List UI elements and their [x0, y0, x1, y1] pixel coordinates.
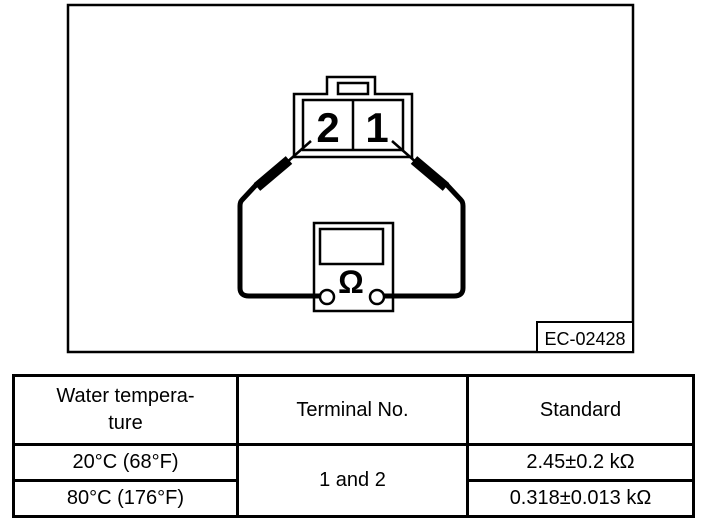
table-header-row: Water tempera- ture Terminal No. Standar…: [12, 374, 696, 446]
figure-frame: [66, 3, 635, 354]
figure-code: EC-02428: [544, 329, 625, 349]
cell-temperature-80c: 80°C (176°F): [12, 479, 239, 518]
meter-terminal-right: [368, 288, 386, 306]
cell-temperature-20c: 20°C (68°F): [12, 443, 239, 482]
right-probe-icon: [410, 156, 450, 191]
left-probe-tip-icon: [285, 140, 312, 164]
connector: 2 1: [292, 75, 414, 159]
left-test-lead: [237, 183, 321, 299]
right-test-lead: [382, 183, 466, 299]
table-row: 20°C (68°F) 1 and 2 2.45±0.2 kΩ: [12, 443, 696, 518]
cell-terminal-value: 1 and 2: [235, 443, 469, 518]
cell-standard-20c: 2.45±0.2 kΩ: [465, 443, 696, 482]
cell-standard-80c: 0.318±0.013 kΩ: [465, 479, 696, 518]
left-probe-icon: [253, 156, 293, 191]
header-terminal-no: Terminal No.: [235, 374, 469, 446]
terminal-1-label: 1: [365, 104, 388, 151]
connection-diagram: 2 1 Ω EC-02428: [66, 3, 635, 354]
table-row: 80°C (176°F) 0.318±0.013 kΩ: [12, 479, 696, 518]
terminal-2-label: 2: [316, 104, 339, 151]
figure-code-box: [536, 321, 634, 353]
multimeter-display: [318, 227, 385, 266]
meter-terminal-left: [318, 288, 336, 306]
ohm-symbol-icon: Ω: [338, 264, 364, 300]
connector-tab: [336, 81, 370, 96]
resistance-spec-table: Water tempera- ture Terminal No. Standar…: [12, 374, 696, 518]
header-standard: Standard: [465, 374, 696, 446]
right-probe-tip-icon: [391, 140, 418, 164]
header-water-temperature: Water tempera- ture: [12, 374, 239, 446]
